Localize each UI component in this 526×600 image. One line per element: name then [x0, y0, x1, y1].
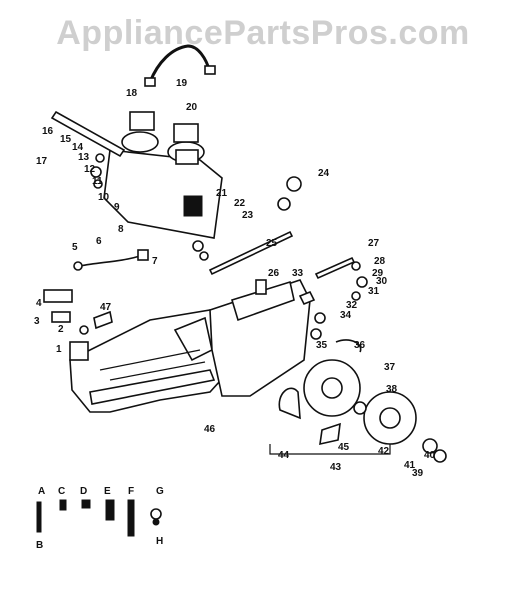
callout-7: 7 [152, 256, 158, 267]
letter-G: G [156, 486, 164, 497]
part-21 [192, 240, 204, 252]
callout-22: 22 [234, 198, 246, 209]
callout-27: 27 [368, 238, 380, 249]
callout-45: 45 [338, 442, 350, 453]
callout-33: 33 [292, 268, 304, 279]
callout-18: 18 [126, 88, 138, 99]
rod-25 [208, 230, 294, 276]
drum-center [379, 407, 401, 429]
letter-B: B [36, 540, 43, 551]
callout-20: 20 [186, 102, 198, 113]
watermark: AppliancePartsPros.com [56, 14, 470, 52]
callout-5: 5 [72, 242, 78, 253]
fuel-hose [148, 44, 212, 83]
callout-19: 19 [176, 78, 188, 89]
callout-34: 34 [340, 310, 352, 321]
callout-17: 17 [36, 156, 48, 167]
bracket-1 [69, 341, 89, 361]
washer-40 [422, 438, 438, 454]
callout-44: 44 [278, 450, 290, 461]
callout-16: 16 [42, 126, 54, 137]
callout-4: 4 [36, 298, 42, 309]
callout-35: 35 [316, 340, 328, 351]
spring-47 [93, 310, 113, 330]
callout-36: 36 [354, 340, 366, 351]
lever-arm [50, 110, 126, 158]
callout-11: 11 [92, 176, 103, 187]
callout-43: 43 [330, 462, 342, 473]
callout-25: 25 [266, 238, 278, 249]
callout-15: 15 [60, 134, 72, 145]
callout-23: 23 [242, 210, 254, 221]
hose-clamp-left [144, 77, 156, 87]
part-28 [351, 261, 361, 271]
part-24 [286, 176, 302, 192]
small-screw [93, 179, 103, 189]
hardware-row [36, 499, 162, 537]
letter-C: C [58, 486, 65, 497]
callout-41: 41 [404, 460, 416, 471]
callout-26: 26 [268, 268, 280, 279]
callout-6: 6 [96, 236, 102, 247]
shoe-44 [278, 387, 301, 420]
callout-40: 40 [424, 450, 436, 461]
letter-E: E [104, 486, 111, 497]
callout-10: 10 [98, 192, 110, 203]
small-knob [95, 153, 105, 163]
clip-4 [43, 289, 73, 303]
housing [69, 279, 311, 413]
pin-33 [298, 290, 316, 306]
callout-21: 21 [216, 188, 228, 199]
small-nut [90, 166, 102, 178]
letter-H: H [156, 536, 163, 547]
hose-clamp-right [204, 65, 216, 75]
washer-38 [353, 401, 367, 415]
callout-13: 13 [78, 152, 90, 163]
callout-30: 30 [376, 276, 388, 287]
fuel-filter [73, 261, 83, 271]
callout-32: 32 [346, 300, 358, 311]
callout-31: 31 [368, 286, 380, 297]
washer-34 [314, 312, 326, 324]
letter-D: D [80, 486, 87, 497]
callout-47: 47 [100, 302, 112, 313]
callout-1: 1 [56, 344, 62, 355]
part-30 [356, 276, 368, 288]
bolt-2 [79, 325, 89, 335]
spring-36 [335, 339, 362, 353]
callout-39: 39 [412, 468, 424, 479]
bolt-27 [314, 256, 356, 280]
clutch-center [321, 377, 343, 399]
callout-9: 9 [114, 202, 120, 213]
part-22 [199, 251, 209, 261]
callout-29: 29 [372, 268, 384, 279]
callout-42: 42 [378, 446, 390, 457]
callout-24: 24 [318, 168, 330, 179]
plate-3 [51, 311, 71, 323]
callout-37: 37 [384, 362, 396, 373]
callout-12: 12 [84, 164, 96, 175]
shoe-45 [319, 422, 341, 446]
callout-28: 28 [374, 256, 386, 267]
callout-3: 3 [34, 316, 40, 327]
callout-38: 38 [386, 384, 398, 395]
callout-2: 2 [58, 324, 64, 335]
washer-35 [310, 328, 322, 340]
bracket-43 [269, 444, 391, 455]
callout-46: 46 [204, 424, 216, 435]
grommet [137, 249, 149, 261]
screw-26 [255, 279, 267, 295]
letter-A: A [38, 486, 45, 497]
callout-14: 14 [72, 142, 84, 153]
letter-F: F [128, 486, 134, 497]
part-23 [277, 197, 291, 211]
fuel-tank [103, 111, 223, 239]
callout-8: 8 [118, 224, 124, 235]
washer-31 [351, 291, 361, 301]
fuel-line [79, 255, 141, 267]
nut-39 [433, 449, 447, 463]
